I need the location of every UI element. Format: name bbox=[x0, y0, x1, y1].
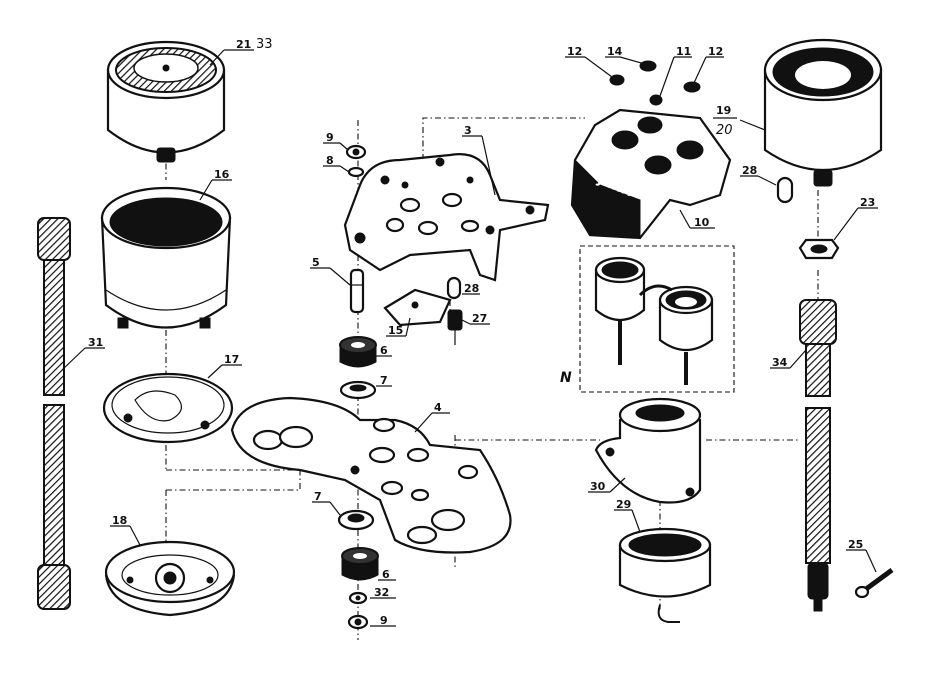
lower-plate-4 bbox=[230, 396, 512, 554]
label-7: 7 bbox=[380, 374, 388, 387]
pin-5 bbox=[349, 268, 365, 314]
label-18: 18 bbox=[112, 514, 127, 527]
bulb-28-right bbox=[776, 176, 794, 204]
label-29: 29 bbox=[616, 498, 631, 511]
bottom-housing-18 bbox=[104, 540, 236, 617]
leader-lines bbox=[61, 49, 878, 627]
label-17: 17 bbox=[224, 353, 239, 366]
screw-25 bbox=[854, 567, 894, 599]
label-4: 4 bbox=[434, 401, 442, 414]
label-19: 19 bbox=[716, 104, 731, 117]
socket-27 bbox=[447, 309, 463, 345]
label-25: 25 bbox=[848, 538, 863, 551]
label-30: 30 bbox=[590, 480, 606, 493]
label-31: 31 bbox=[88, 336, 103, 349]
ring-29 bbox=[618, 527, 712, 623]
bulb-28 bbox=[446, 276, 462, 300]
label-20: 20 bbox=[716, 123, 733, 138]
instrument-console-10: JAWA bbox=[570, 108, 732, 240]
grommet-7-top bbox=[339, 380, 377, 400]
flexible-cable-left bbox=[37, 217, 71, 610]
label-34: 34 bbox=[772, 356, 788, 369]
washers-32-9 bbox=[347, 591, 369, 630]
inset-variant-n bbox=[579, 245, 735, 393]
label-9: 9 bbox=[326, 131, 334, 144]
flexible-cable-right bbox=[799, 299, 837, 612]
chrome-sleeve bbox=[100, 186, 232, 329]
label-28-right: 28 bbox=[742, 164, 757, 177]
label-7-lower: 7 bbox=[314, 490, 322, 503]
mount-30 bbox=[594, 397, 702, 504]
grommet-6-bottom bbox=[341, 547, 379, 581]
label-6: 6 bbox=[380, 344, 388, 357]
gauge-cup-left bbox=[106, 40, 226, 163]
label-28: 28 bbox=[464, 282, 479, 295]
label-6-lower: 6 bbox=[382, 568, 390, 581]
label-3: 3 bbox=[464, 124, 472, 137]
nut-23 bbox=[798, 238, 840, 260]
label-10: 10 bbox=[694, 216, 710, 229]
label-16: 16 bbox=[214, 168, 230, 181]
upper-plate-3 bbox=[343, 153, 550, 282]
nuts-9-8 bbox=[345, 144, 367, 178]
label-21: 21 bbox=[236, 38, 251, 51]
label-8: 8 bbox=[326, 154, 334, 167]
part-labels: 21 33 16 31 17 18 9 8 3 5 15 28 27 6 7 4… bbox=[88, 37, 875, 627]
label-9-lower: 9 bbox=[380, 614, 388, 627]
label-5: 5 bbox=[312, 256, 320, 269]
label-23: 23 bbox=[860, 196, 875, 209]
label-33: 33 bbox=[256, 37, 273, 52]
bracket-15 bbox=[383, 288, 452, 327]
caps-12-14-11 bbox=[609, 60, 701, 106]
label-12: 12 bbox=[567, 45, 582, 58]
gauge-cup-right bbox=[763, 38, 883, 187]
label-n: N bbox=[560, 370, 572, 386]
grommet-7-bottom bbox=[337, 509, 375, 531]
grommet-6-top bbox=[339, 336, 377, 368]
base-plate-17 bbox=[102, 372, 234, 444]
label-15: 15 bbox=[388, 324, 403, 337]
label-27: 27 bbox=[472, 312, 487, 325]
label-32: 32 bbox=[374, 586, 389, 599]
label-11: 11 bbox=[676, 45, 691, 58]
label-14: 14 bbox=[607, 45, 623, 58]
label-12-right: 12 bbox=[708, 45, 723, 58]
